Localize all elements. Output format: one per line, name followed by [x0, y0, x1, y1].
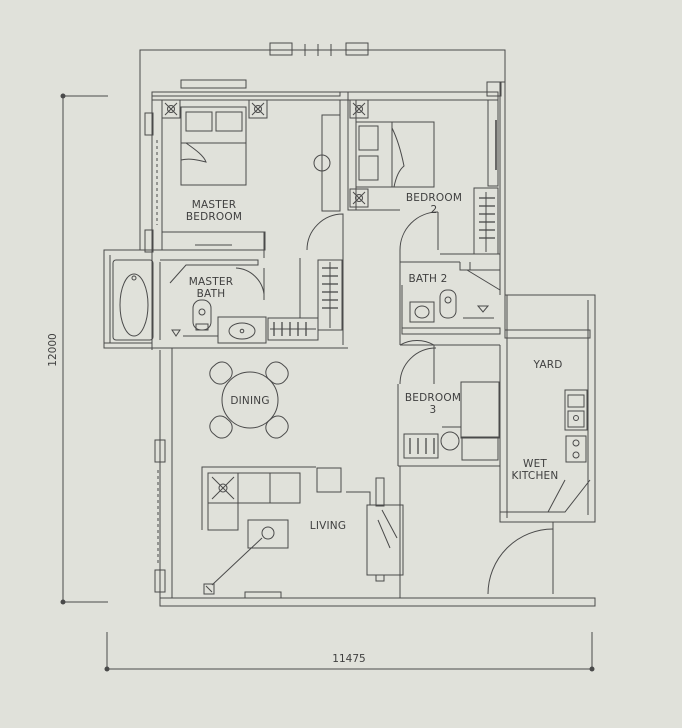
label-master-bath-2: BATH: [197, 288, 226, 300]
label-living: LIVING: [310, 520, 346, 532]
dimension-tick: [60, 93, 66, 99]
yard-wet-kitchen: [487, 294, 596, 595]
bath-2: [400, 261, 501, 335]
corridor: [267, 250, 435, 384]
living-dining: [154, 348, 596, 607]
master-bath: [103, 249, 348, 350]
dimension-width: 11475: [332, 653, 365, 665]
label-bedroom2-2: 2: [431, 204, 438, 216]
label-master-bedroom-1: MASTER: [192, 199, 236, 211]
dimension-height: 12000: [47, 333, 59, 366]
label-master-bath-1: MASTER: [189, 276, 233, 288]
bedroom-3: [397, 344, 501, 467]
label-dining: DINING: [230, 395, 269, 407]
dimension-tick: [104, 666, 110, 672]
outer-walls: [139, 42, 506, 330]
label-bedroom2-1: BEDROOM: [406, 192, 462, 204]
master-bedroom: [144, 79, 344, 258]
label-master-bedroom-2: BEDROOM: [186, 211, 242, 223]
label-yard: YARD: [533, 359, 563, 371]
label-bath2: BATH 2: [408, 273, 447, 285]
bedroom-2: [347, 99, 500, 255]
label-bedroom3-2: 3: [430, 404, 437, 416]
label-bedroom3-1: BEDROOM: [405, 392, 461, 404]
dimension-lines: [62, 95, 593, 670]
dimension-tick: [60, 599, 66, 605]
dimension-tick: [589, 666, 595, 672]
label-wet-kitchen-2: KITCHEN: [512, 470, 559, 482]
label-wet-kitchen-1: WET: [523, 458, 547, 470]
